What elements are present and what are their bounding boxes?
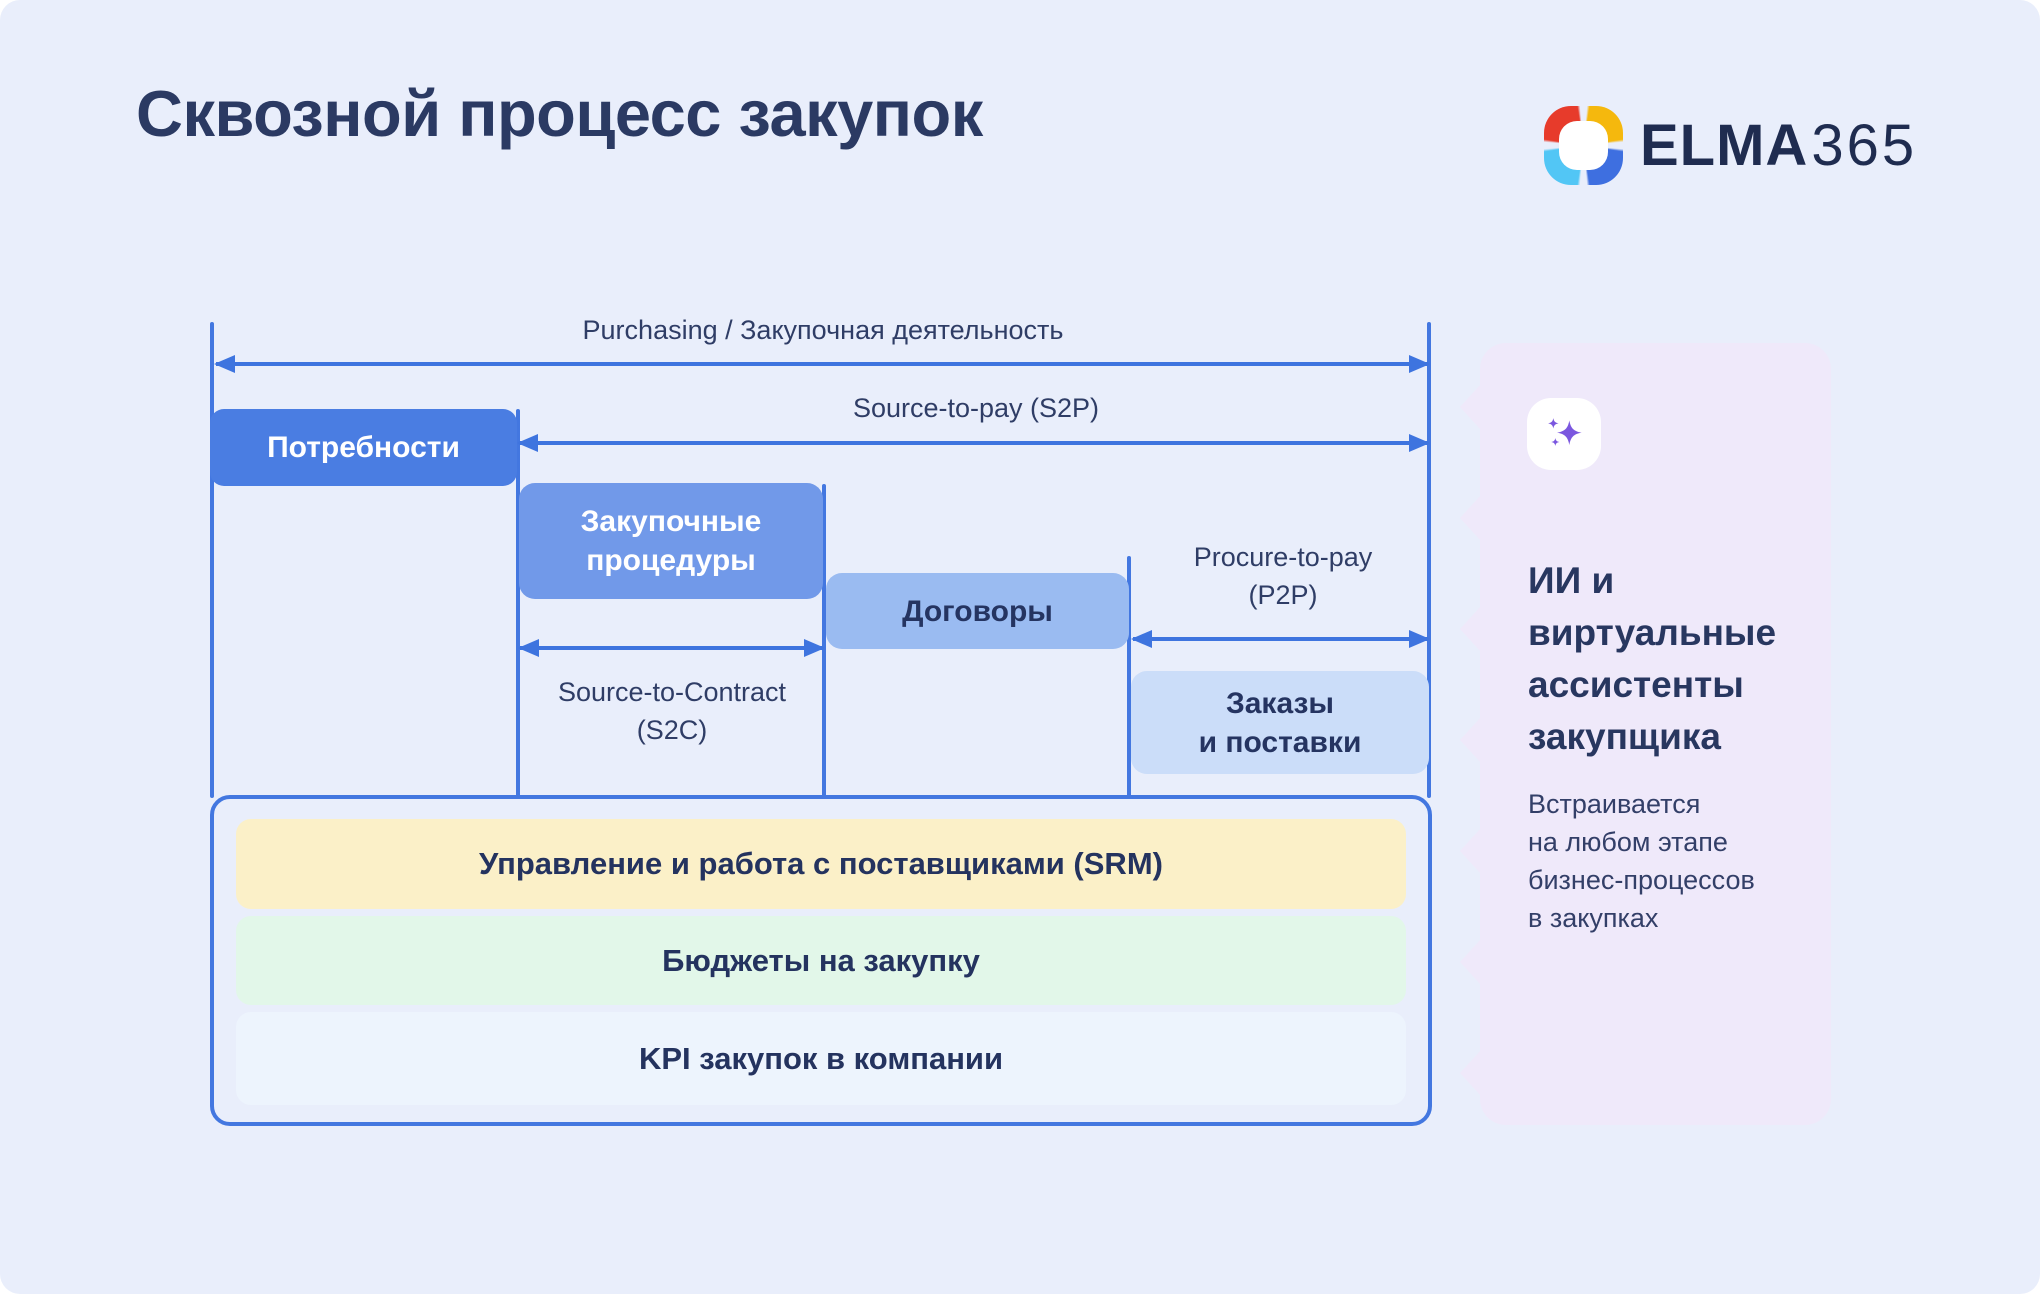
s2c-arrow-label: Source-to-Contract (S2C) [557,677,787,745]
panel-zigzag-tooth [1460,1050,1481,1096]
diagram-left-wall [210,322,214,798]
panel-zigzag-tooth [1460,717,1481,763]
separator-needs [516,409,520,798]
p2p-arrow [1131,629,1430,648]
stage-needs: Потребности [210,409,517,486]
panel-zigzag-tooth [1460,828,1481,874]
stage-orders-deliveries: Заказы и поставки [1131,671,1429,774]
stage-procurement-procedures: Закупочные процедуры [519,483,823,599]
s2c-arrow [518,638,825,657]
panel-zigzag-tooth [1460,939,1481,985]
elma365-logo-icon [1544,105,1623,185]
sparkles-icon [1527,398,1601,470]
panel-zigzag-tooth [1460,495,1481,541]
diagram-right-wall [1427,322,1431,798]
ai-assistant-panel: ИИ и виртуальные ассистенты закупщика Вс… [1460,343,1831,1125]
s2p-arrow-label: Source-to-pay (S2P) [852,393,1100,423]
purchasing-arrow [214,354,1430,373]
stage-contracts: Договоры [826,573,1129,649]
logo-brand: ELMA [1640,112,1809,178]
panel-zigzag-tooth [1460,606,1481,652]
foundation-container: Управление и работа с поставщиками (SRM)… [210,795,1432,1126]
s2p-arrow [517,433,1430,452]
elma365-logo: ELMA365 [1544,104,1917,186]
ai-panel-heading: ИИ и виртуальные ассистенты закупщика [1528,560,1777,757]
purchasing-arrow-label: Purchasing / Закупочная деятельность [582,315,1064,345]
elma365-logo-text: ELMA365 [1640,112,1917,179]
page-title: Сквозной процесс закупок [136,77,983,150]
foundation-row-kpi: KPI закупок в компании [236,1012,1406,1105]
logo-suffix: 365 [1811,112,1918,178]
p2p-arrow-label: Procure-to-pay (P2P) [1193,542,1373,610]
separator-contracts [1127,556,1131,798]
foundation-row-srm: Управление и работа с поставщиками (SRM) [236,819,1406,909]
ai-panel-body: Встраивается на любом этапе бизнес-проце… [1528,789,1755,933]
panel-zigzag-tooth [1460,384,1481,430]
foundation-row-budgets: Бюджеты на закупку [236,916,1406,1005]
